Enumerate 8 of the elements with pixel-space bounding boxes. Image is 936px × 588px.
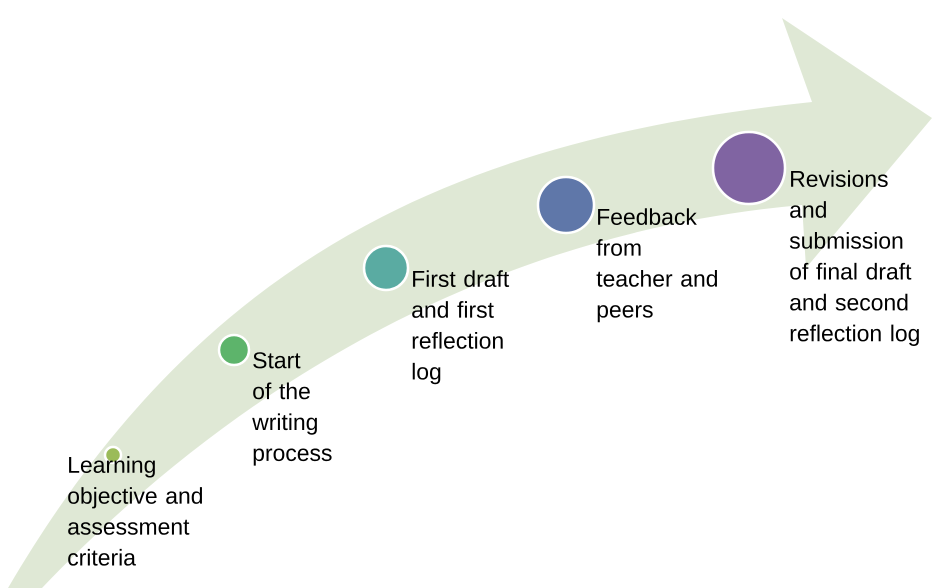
step-label: Feedback from teacher and peers (596, 208, 717, 322)
step-label: Start of the writing process (252, 352, 332, 466)
step-label: Revisions and submission of final draft and second reflection log (790, 170, 919, 346)
step-label: First draft and first reflection log (412, 270, 510, 384)
step-label: Learning objective and assessment criteria (68, 456, 202, 566)
step-circle (362, 244, 410, 292)
step-circle (712, 130, 786, 206)
step-circle (536, 176, 596, 234)
